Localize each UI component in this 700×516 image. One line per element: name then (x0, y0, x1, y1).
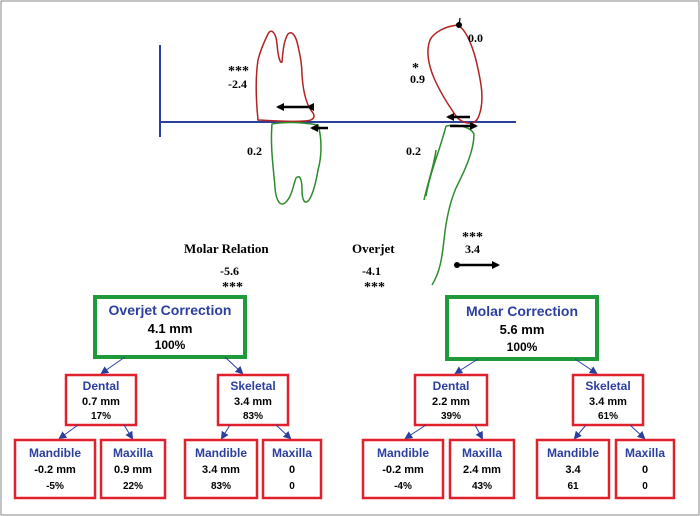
overjet-value: -4.1 (362, 264, 381, 278)
molar-dental-percent: 39% (441, 411, 461, 422)
overjet-dental-percent: 17% (91, 411, 111, 422)
molar-dental-box (413, 373, 489, 427)
overjet-dental-maxilla-amount: 0.9 mm (114, 464, 152, 476)
molar-skeletal-mandible-title: Mandible (547, 446, 599, 460)
molar-dental-maxilla-title: Maxilla (462, 446, 502, 460)
molar-dental-title: Dental (433, 379, 470, 393)
overjet-skeletal-amount: 3.4 mm (234, 396, 272, 408)
overjet-dental-title: Dental (83, 379, 120, 393)
chin-value: 3.4 (465, 242, 480, 256)
molar-dental-maxilla-percent: 43% (472, 481, 492, 492)
overjet-skeletal-maxilla-box (261, 438, 323, 500)
overjet-to-skeletal-connector (224, 356, 244, 375)
molar-to-dental-connector (454, 358, 479, 375)
molar-skeletal-maxilla-amount: 0 (642, 464, 648, 476)
molar-skeletal-mandible-amount: 3.4 (565, 464, 581, 476)
molar-skeletal-maxilla-title: Maxilla (625, 446, 665, 460)
overjet-skeletal-mandible-title: Mandible (195, 446, 247, 460)
overjet-skeletal-to-mandible-connector (220, 424, 231, 440)
overjet-skeletal-maxilla-amount: 0 (289, 464, 295, 476)
molar-correction-title: Molar Correction (466, 303, 578, 319)
lower-molar-outline (270, 121, 322, 205)
overjet-skeletal-box (216, 373, 290, 427)
overjet-dental-mandible-amount: -0.2 mm (34, 464, 76, 476)
molar-dental-maxilla-box (448, 438, 516, 500)
molar-skeletal-amount: 3.4 mm (589, 396, 627, 408)
molar-skeletal-maxilla-box (614, 438, 676, 500)
overjet-dental-maxilla-box (99, 438, 167, 500)
overjet-skeletal-mandible-percent: 83% (211, 481, 231, 492)
molar-skeletal-maxilla-percent: 0 (642, 481, 648, 492)
overjet-label: Overjet (352, 241, 395, 256)
overjet-dental-maxilla-percent: 22% (123, 481, 143, 492)
molar-dental-mandible-percent: -4% (394, 481, 412, 492)
overjet-skeletal-maxilla-title: Maxilla (272, 446, 312, 460)
incisor-tip-value: 0.0 (468, 31, 483, 45)
upper-molar-outline (255, 30, 315, 123)
molar-correction-box (445, 295, 599, 361)
molar-dental-mandible-title: Mandible (377, 446, 429, 460)
overjet-correction-percent: 100% (155, 338, 186, 352)
incisor-upper-significance: * (412, 61, 419, 76)
overjet-skeletal-to-maxilla-connector (275, 424, 292, 440)
molar-lower-value: 0.2 (247, 144, 262, 158)
molar-dental-to-mandible-connector (404, 424, 427, 440)
molar-relation-value: -5.6 (220, 264, 239, 278)
molar-dental-maxilla-amount: 2.4 mm (463, 464, 501, 476)
incisor-lower-value: 0.2 (406, 144, 421, 158)
overjet-dental-mandible-box (13, 438, 97, 500)
lower-incisor-outline (423, 124, 475, 286)
overjet-dental-mandible-percent: -5% (46, 481, 64, 492)
molar-dental-to-maxilla-connector (474, 424, 483, 440)
overjet-correction-amount: 4.1 mm (148, 321, 193, 336)
overjet-dental-maxilla-title: Maxilla (113, 446, 153, 460)
molar-skeletal-mandible-percent: 61 (567, 481, 579, 492)
overjet-to-dental-connector (100, 356, 126, 375)
overjet-dental-mandible-title: Mandible (29, 446, 81, 460)
molar-skeletal-mandible-box (535, 438, 611, 500)
molar-to-skeletal-connector (574, 358, 598, 375)
molar-upper-value: -2.4 (228, 77, 247, 91)
molar-relation-significance: *** (222, 280, 243, 295)
molar-skeletal-title: Skeletal (585, 379, 630, 393)
molar-dental-mandible-amount: -0.2 mm (382, 464, 424, 476)
molar-skeletal-percent: 61% (598, 411, 618, 422)
overjet-skeletal-percent: 83% (243, 411, 263, 422)
chin-significance: *** (462, 230, 483, 245)
overjet-skeletal-maxilla-percent: 0 (289, 481, 295, 492)
overjet-significance: *** (364, 280, 385, 295)
overjet-skeletal-mandible-amount: 3.4 mm (202, 464, 240, 476)
molar-skeletal-to-mandible-connector (573, 424, 587, 440)
overjet-skeletal-mandible-box (183, 438, 259, 500)
overjet-correction-box (93, 295, 247, 359)
overjet-skeletal-title: Skeletal (230, 379, 275, 393)
overjet-dental-to-mandible-connector (58, 424, 79, 440)
overjet-dental-to-maxilla-connector (123, 424, 134, 440)
molar-dental-mandible-box (361, 438, 445, 500)
incisor-upper-value: 0.9 (410, 72, 425, 86)
molar-correction-percent: 100% (507, 340, 538, 354)
overjet-dental-box (64, 373, 138, 427)
overjet-correction-title: Overjet Correction (109, 302, 232, 318)
molar-relation-label: Molar Relation (184, 241, 269, 256)
molar-skeletal-box (571, 373, 645, 427)
molar-dental-amount: 2.2 mm (432, 396, 470, 408)
incisal-tip-leader (458, 17, 461, 26)
molar-upper-significance: *** (228, 64, 249, 79)
molar-correction-amount: 5.6 mm (500, 322, 545, 337)
overjet-dental-amount: 0.7 mm (82, 396, 120, 408)
molar-skeletal-to-maxilla-connector (629, 424, 646, 440)
